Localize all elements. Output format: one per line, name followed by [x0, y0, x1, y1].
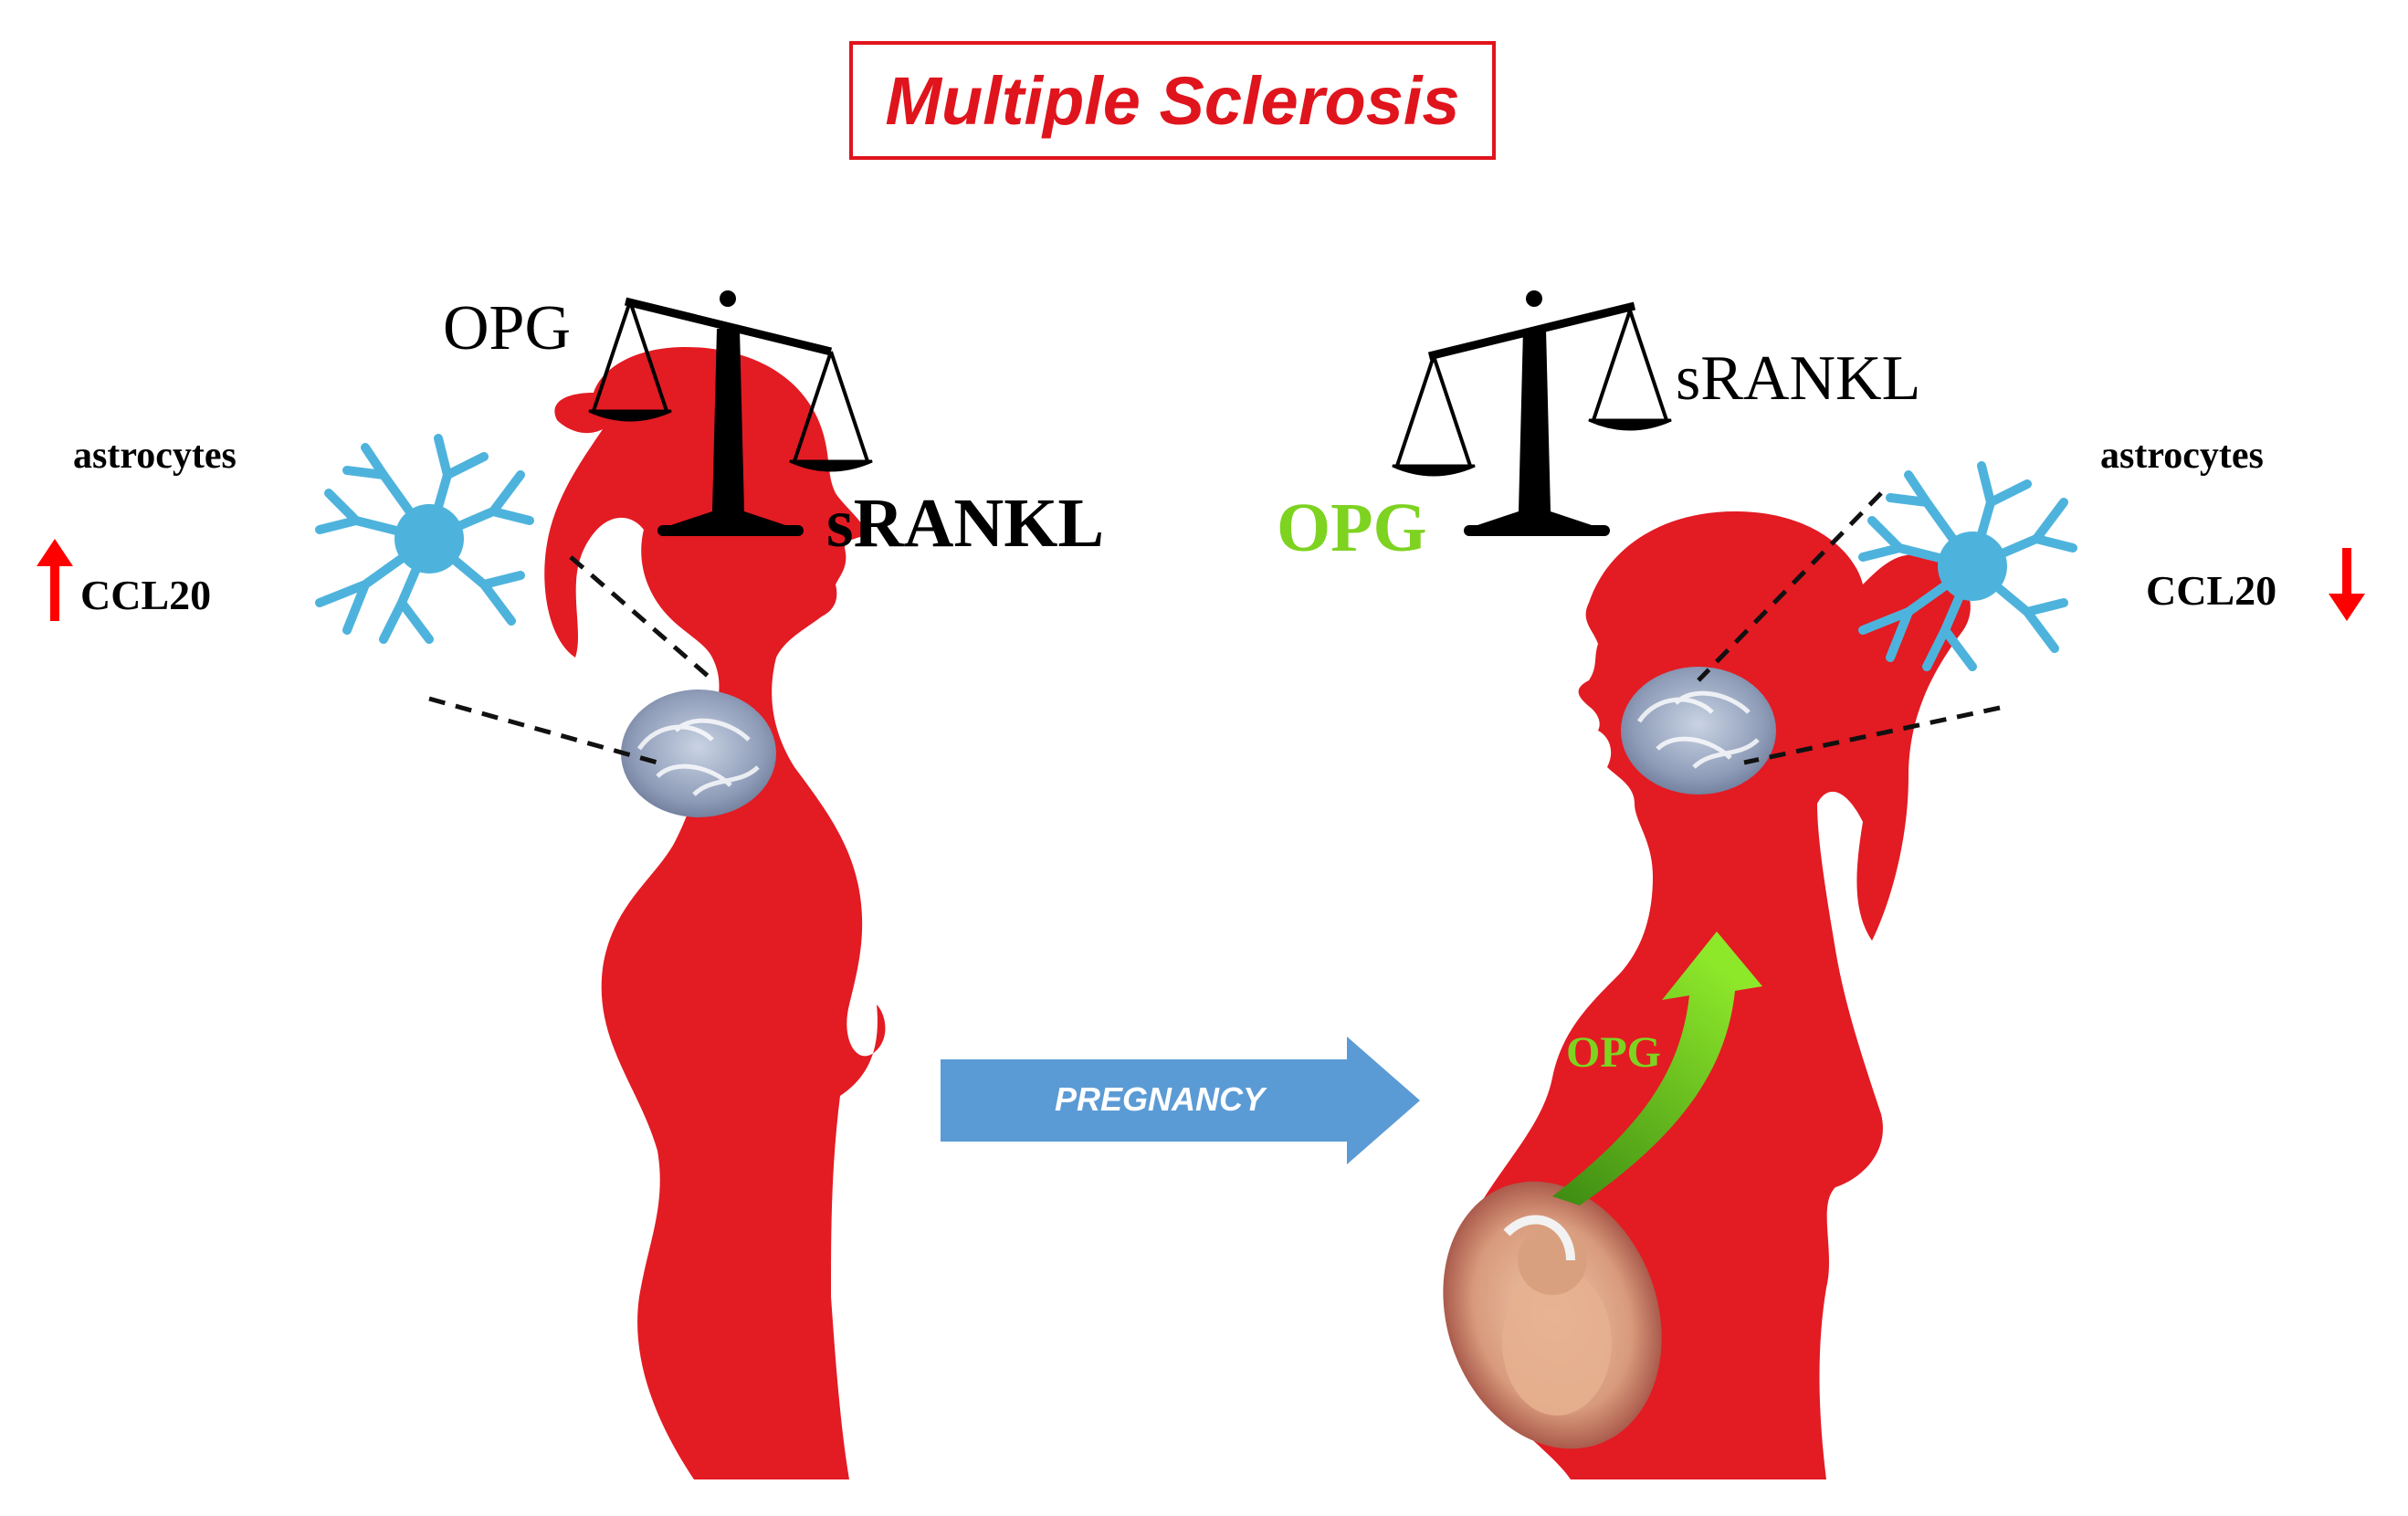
astrocyte-left	[315, 434, 534, 644]
woman-silhouette-left	[544, 347, 886, 1479]
zoom-lines-right	[1697, 491, 2001, 765]
pregnancy-arrow	[941, 1037, 1420, 1164]
balance-scale-right	[1392, 290, 1672, 536]
placenta-opg-label: OPG	[1566, 1028, 1661, 1077]
astrocyte-right	[1858, 461, 2077, 671]
title-box: Multiple Sclerosis	[849, 41, 1496, 160]
astrocytes-label-left: astrocytes	[73, 435, 237, 477]
balance-light-label-right: sRANKL	[1676, 343, 1921, 414]
balance-scale-left	[588, 290, 873, 536]
diagram-title: Multiple Sclerosis	[885, 62, 1460, 139]
brain-right	[1621, 667, 1776, 795]
chemokine-label-right: CCL20	[2146, 567, 2277, 614]
opg-release-arrow	[1552, 932, 1762, 1205]
astrocytes-label-right: astrocytes	[2100, 435, 2264, 477]
womb-fetus	[1443, 1181, 1662, 1449]
zoom-lines-left	[428, 555, 710, 765]
balance-heavy-label-left: sRANKL	[826, 485, 1105, 562]
pregnancy-arrow-label: PREGNANCY	[1055, 1080, 1266, 1118]
up-arrow-icon	[37, 539, 73, 621]
brain-left	[621, 690, 776, 817]
balance-heavy-label-right: OPG	[1277, 490, 1427, 566]
chemokine-label-left: CCL20	[80, 572, 212, 618]
balance-light-label-left: OPG	[443, 293, 572, 363]
down-arrow-icon	[2329, 548, 2365, 621]
